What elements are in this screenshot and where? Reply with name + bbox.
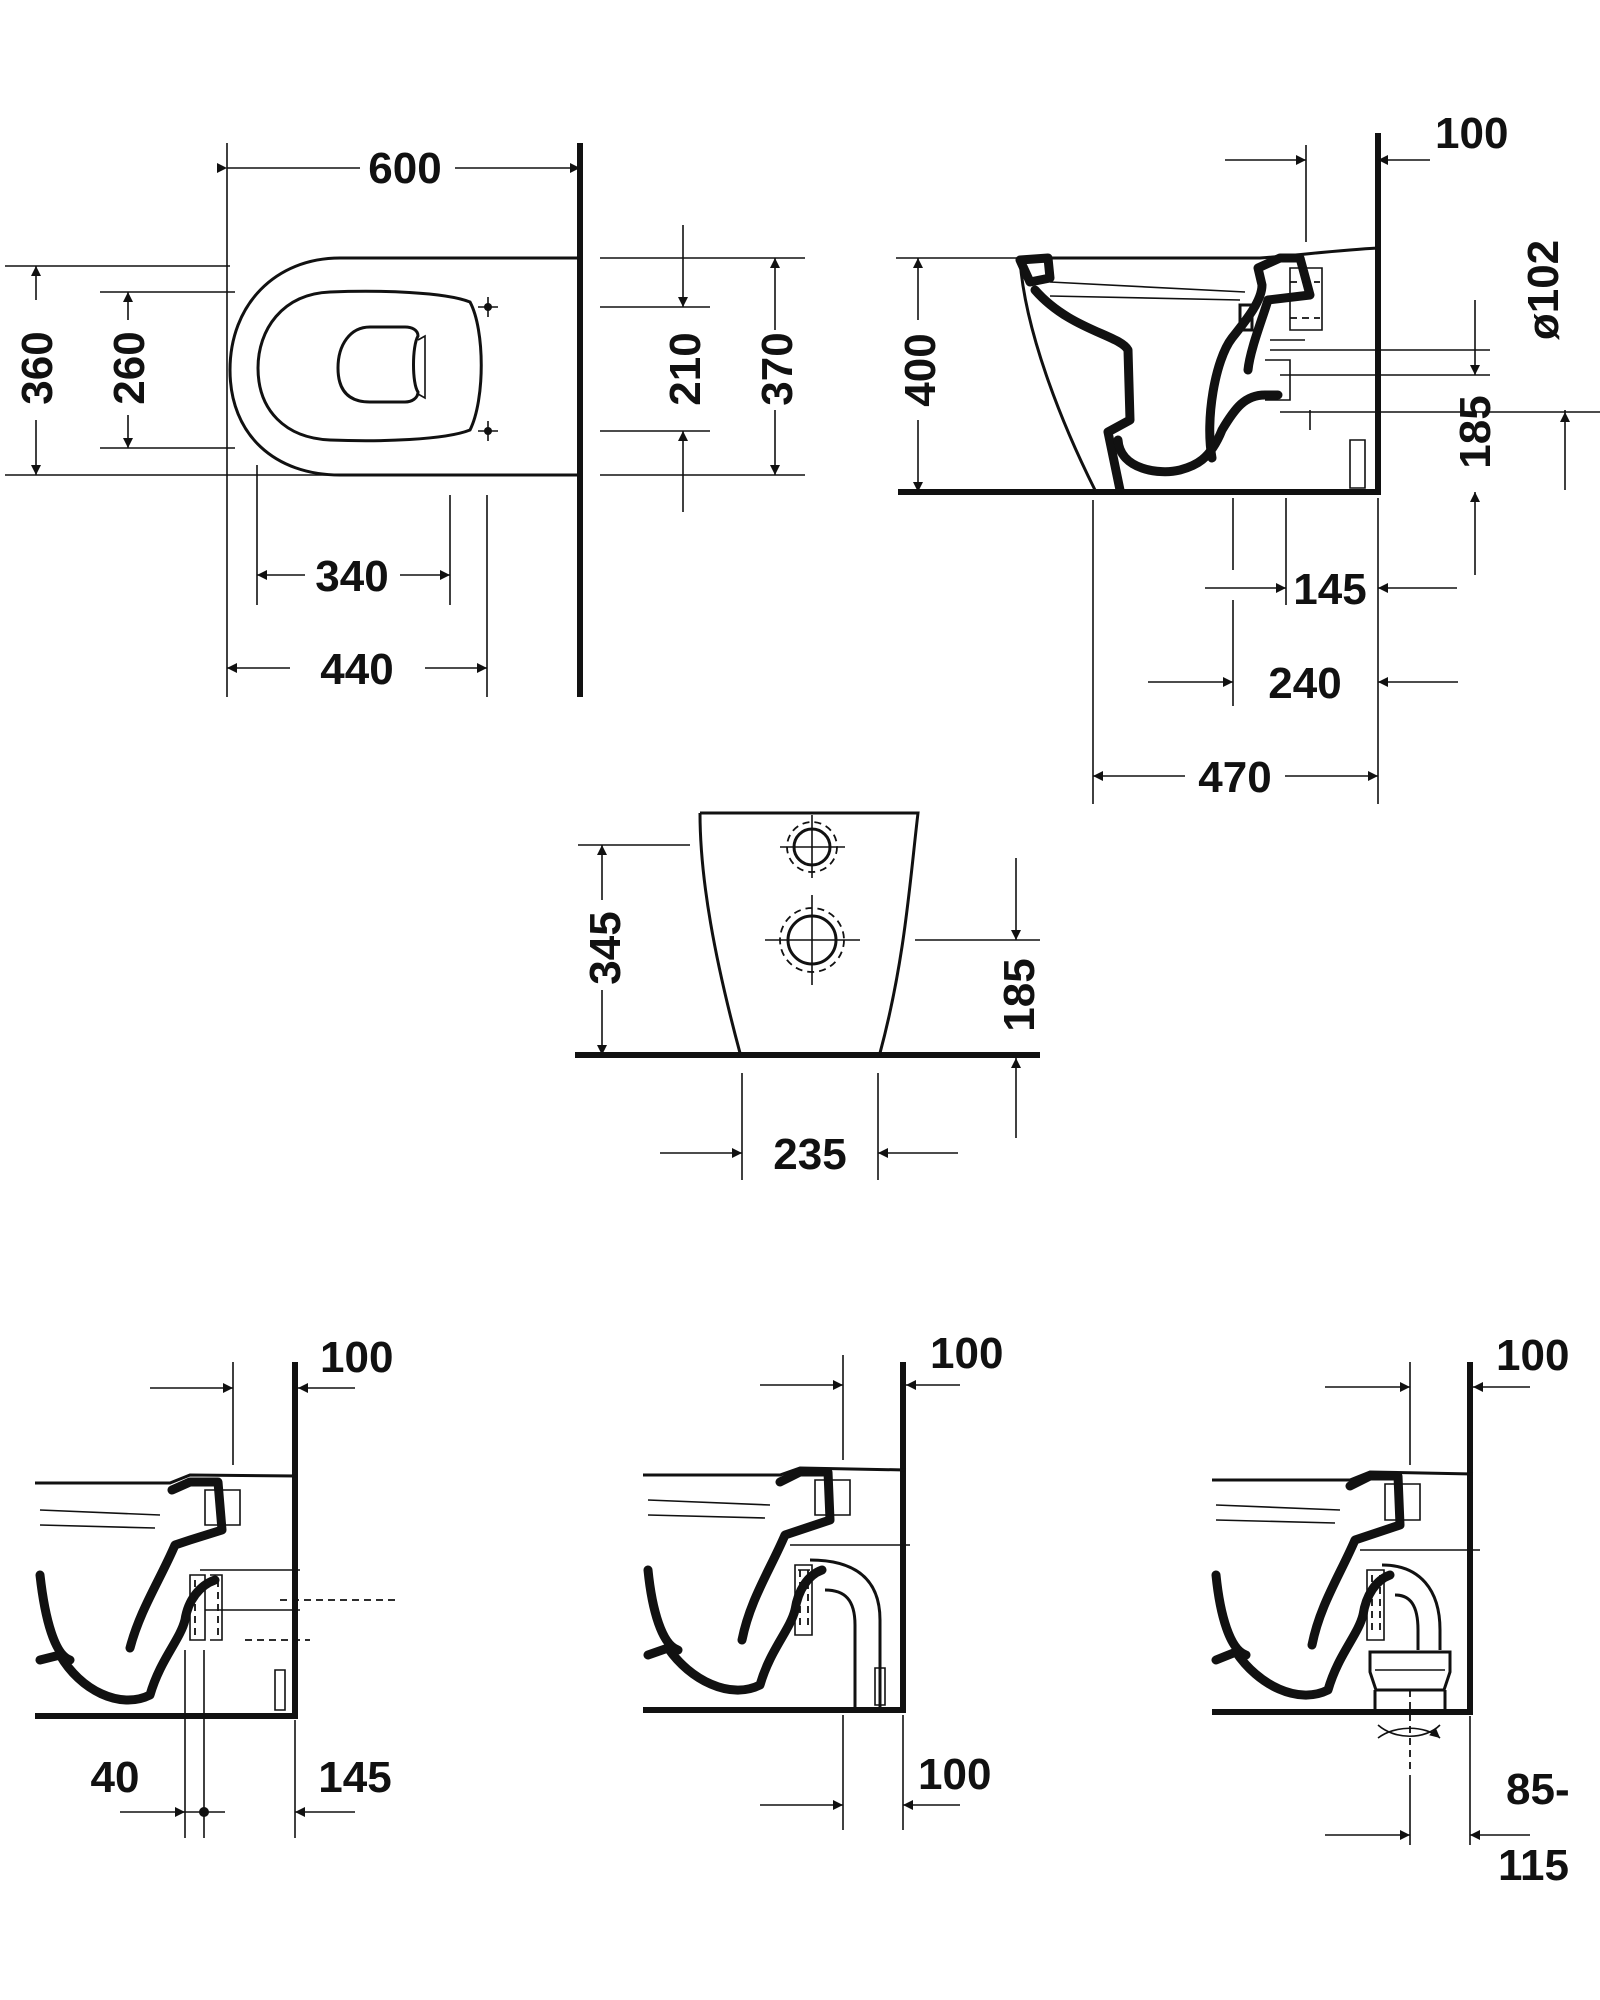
dim-range-bottom: 115 xyxy=(1498,1841,1569,1890)
top-view: 600 360 260 210 370 340 440 xyxy=(5,143,805,697)
dim-outlet-diameter: ø102 xyxy=(1519,240,1568,340)
inner-bowl-outline xyxy=(336,325,420,404)
dim-440: 440 xyxy=(320,645,393,694)
dim-260: 260 xyxy=(105,331,154,404)
dim-400: 400 xyxy=(896,333,945,406)
dim-100-variant-right: 100 xyxy=(1496,1331,1569,1380)
dim-185-front: 185 xyxy=(995,958,1044,1031)
trap-section xyxy=(1205,253,1315,463)
dim-40: 40 xyxy=(91,1753,140,1802)
dim-100-variant-left: 100 xyxy=(320,1333,393,1382)
fixing-point-marker xyxy=(478,297,498,317)
dim-470: 470 xyxy=(1198,753,1271,802)
dim-345: 345 xyxy=(581,911,630,984)
dim-370: 370 xyxy=(753,332,802,405)
inlet-circle xyxy=(780,815,845,878)
dim-600: 600 xyxy=(368,144,441,193)
bowl-section xyxy=(1030,285,1135,495)
dim-145-variant-left: 145 xyxy=(318,1753,391,1802)
front-view: 345 185 235 xyxy=(575,811,1044,1180)
outlet-circle xyxy=(765,895,860,985)
dim-340: 340 xyxy=(315,552,388,601)
bowl-plan-outline xyxy=(228,256,580,477)
dim-210: 210 xyxy=(661,332,710,405)
adjustable-connector xyxy=(1368,1650,1452,1714)
trap-section xyxy=(1307,1471,1405,1650)
dim-100-variant-middle: 100 xyxy=(930,1329,1003,1378)
trap-section xyxy=(737,1467,835,1645)
dim-185-side: 185 xyxy=(1451,395,1500,468)
fixing-point-marker xyxy=(478,421,498,441)
rotation-arrow-icon xyxy=(1377,1724,1440,1738)
dim-235: 235 xyxy=(773,1130,846,1179)
outlet-bend xyxy=(1381,1563,1442,1650)
dim-range-top: 85- xyxy=(1506,1765,1570,1814)
dim-360: 360 xyxy=(13,331,62,404)
dim-240: 240 xyxy=(1268,659,1341,708)
dim-145-side: 145 xyxy=(1293,565,1366,614)
side-view: 100 400 ø102 185 145 240 470 xyxy=(896,109,1600,804)
dim-100-side: 100 xyxy=(1435,109,1508,158)
variant-right-view: 100 85- 115 xyxy=(1211,1331,1570,1890)
variant-left-view: 100 40 145 xyxy=(35,1333,400,1838)
variant-middle-view: 100 100 xyxy=(643,1329,1003,1830)
dim-100-variant-middle-bottom: 100 xyxy=(918,1750,991,1799)
trap-section xyxy=(125,1477,227,1653)
toilet-body-section xyxy=(1018,246,1379,491)
outlet-bend xyxy=(809,1558,882,1710)
seat-opening-outline xyxy=(256,289,483,443)
rim-section xyxy=(1015,253,1055,287)
toilet-back-outline xyxy=(698,811,920,1054)
